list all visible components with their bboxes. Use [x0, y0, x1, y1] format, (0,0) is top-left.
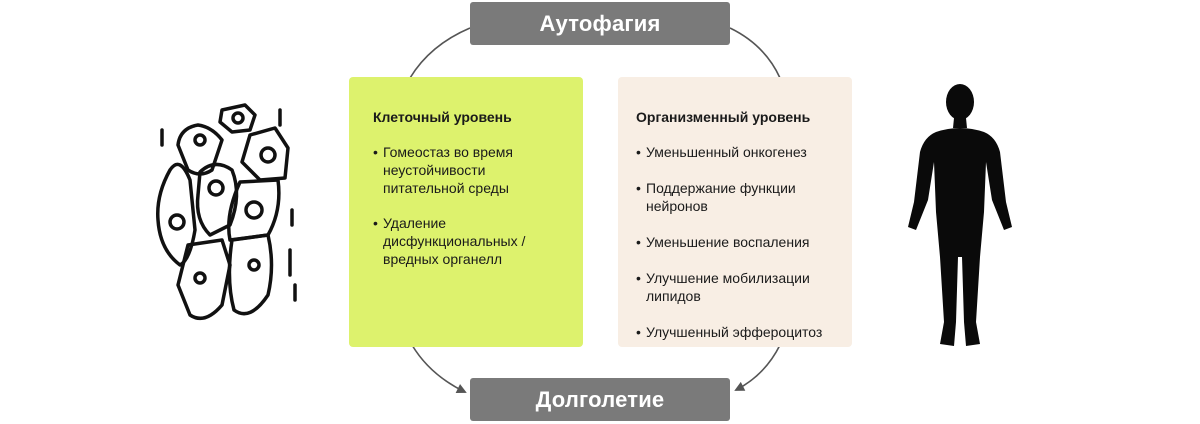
arrow-bottom-left: [411, 344, 467, 394]
list-item: Удаление дисфункциональных / вредных орг…: [373, 214, 565, 268]
cellular-level-list: Гомеостаз во время неустойчивости питате…: [373, 143, 565, 268]
human-silhouette-icon: [908, 84, 1012, 346]
cells-icon: [156, 103, 297, 321]
longevity-label: Долголетие: [470, 378, 730, 421]
organism-level-list: Уменьшенный онкогенез Поддержание функци…: [636, 143, 834, 341]
list-item: Уменьшенный онкогенез: [636, 143, 834, 161]
cellular-level-title: Клеточный уровень: [373, 109, 512, 125]
arrow-bottom-right: [734, 344, 781, 391]
list-item: Улучшенный эффероцитоз: [636, 323, 834, 341]
autophagy-label: Аутофагия: [470, 2, 730, 45]
arc-top-right: [729, 27, 781, 79]
list-item: Гомеостаз во время неустойчивости питате…: [373, 143, 565, 197]
arc-top-left: [409, 27, 471, 79]
list-item: Уменьшение воспаления: [636, 233, 834, 251]
organism-level-box: Организменный уровень Уменьшенный онкоге…: [618, 77, 852, 347]
list-item: Улучшение мобилизации липидов: [636, 269, 834, 305]
cellular-level-box: Клеточный уровень Гомеостаз во время неу…: [349, 77, 583, 347]
organism-level-title: Организменный уровень: [636, 109, 811, 125]
list-item: Поддержание функции нейронов: [636, 179, 834, 215]
